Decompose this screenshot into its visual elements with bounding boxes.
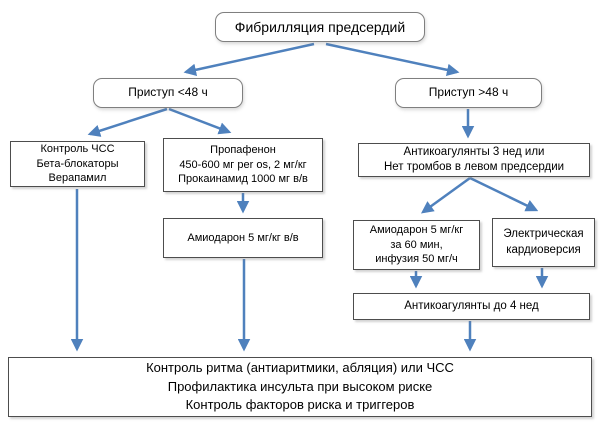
edge-onset-lt48-to-rate-control xyxy=(87,107,168,137)
node-label: Пропафенон xyxy=(210,144,276,157)
node-label: Приступ <48 ч xyxy=(128,85,208,100)
node-label: инфузия 50 мг/ч xyxy=(375,253,458,266)
node-label: Бета-блокаторы xyxy=(36,157,119,170)
node-label: Профилактика инсульта при высоком риске xyxy=(167,378,433,394)
node-atrial-fibrillation: Фибрилляция предсердий xyxy=(215,12,425,42)
node-label: Амиодарон 5 мг/кг в/в xyxy=(187,231,299,244)
node-amiodarone-iv: Амиодарон 5 мг/кг в/в xyxy=(163,218,323,258)
node-amiodarone-infusion: Амиодарон 5 мг/кг за 60 мин, инфузия 50 … xyxy=(353,220,480,270)
node-label: Контроль факторов риска и триггеров xyxy=(185,397,415,413)
node-outcome-management: Контроль ритма (антиаритмики, абляция) и… xyxy=(8,357,592,417)
node-anticoagulants-3-weeks: Антикоагулянты 3 нед или Нет тромбов в л… xyxy=(358,143,590,177)
node-label: Антикоагулянты 3 нед или xyxy=(403,145,545,158)
edge-root-to-onset-lt48 xyxy=(183,42,315,76)
node-label: кардиоверсия xyxy=(506,243,581,256)
node-label: Контроль ритма (антиаритмики, абляция) и… xyxy=(146,359,454,375)
node-label: за 60 мин, xyxy=(390,238,443,251)
node-label: 450-600 мг per os, 2 мг/кг xyxy=(179,158,307,171)
node-label: Нет тромбов в левом предсердии xyxy=(383,161,565,173)
node-label: Амиодарон 5 мг/кг xyxy=(369,224,464,237)
node-label: Электрическая xyxy=(503,228,584,241)
node-electrical-cardioversion: Электрическая кардиоверсия xyxy=(492,218,595,267)
node-anticoagulants-4-weeks: Антикоагулянты до 4 нед xyxy=(353,293,590,320)
node-onset-more-48h: Приступ >48 ч xyxy=(395,78,542,108)
node-label: Приступ >48 ч xyxy=(428,85,509,100)
node-propafenone: Пропафенон 450-600 мг per os, 2 мг/кг Пр… xyxy=(163,138,323,192)
node-label: Верапамил xyxy=(48,172,107,185)
node-onset-less-48h: Приступ <48 ч xyxy=(93,78,243,108)
node-label: Контроль ЧСС xyxy=(40,143,115,156)
node-label: Прокаинамид 1000 мг в/в xyxy=(178,173,308,186)
edge-anticoag-3wk-to-cardioversion xyxy=(469,176,539,212)
edge-anticoag-3wk-to-amio-infusion xyxy=(420,176,471,214)
node-rate-control: Контроль ЧСС Бета-блокаторы Верапамил xyxy=(10,141,145,187)
node-label: Антикоагулянты до 4 нед xyxy=(404,299,539,312)
edge-root-to-onset-gt48 xyxy=(325,42,460,77)
node-label: Фибрилляция предсердий xyxy=(234,18,406,35)
edge-onset-lt48-to-propafenone xyxy=(168,107,232,135)
